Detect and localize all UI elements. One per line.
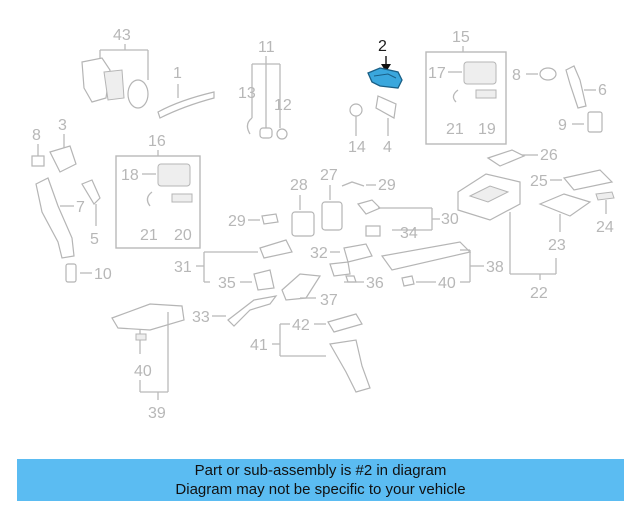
callout-16: 16: [148, 133, 166, 150]
callout-24: 24: [596, 219, 614, 236]
part-16: 16 18 21 20: [115, 133, 201, 249]
callout-22: 22: [530, 285, 548, 302]
callout-1: 1: [173, 65, 182, 82]
callout-6: 6: [598, 82, 607, 99]
callout-32: 32: [310, 245, 328, 262]
callout-43: 43: [113, 27, 131, 44]
part-2: 2: [367, 38, 403, 89]
callout-30: 30: [441, 211, 459, 228]
callout-29: 29: [378, 177, 396, 194]
callout-21: 21: [446, 121, 464, 138]
banner-line-2: Diagram may not be specific to your vehi…: [175, 481, 466, 498]
callout-23: 23: [548, 237, 566, 254]
part-32-36: 32 36: [310, 243, 384, 292]
callout-11: 11: [258, 39, 275, 56]
parts-diagram: 43 1 11 13 12 2 15 17: [31, 27, 615, 422]
part-22-23: 23 22: [457, 173, 592, 302]
callout-3: 3: [58, 117, 67, 134]
part-42-41: 42 41: [250, 313, 371, 393]
callout-36: 36: [366, 275, 384, 292]
callout-10: 10: [94, 266, 112, 283]
part-6-8-9: 8 6 9: [512, 65, 607, 134]
callout-12: 12: [274, 97, 292, 114]
callout-40b: 40: [134, 363, 152, 380]
callout-42: 42: [292, 317, 310, 334]
callout-14: 14: [348, 139, 366, 156]
banner-line-1: Part or sub-assembly is #2 in diagram: [194, 462, 447, 479]
callout-19: 19: [478, 121, 496, 138]
part-30-34: 30 34: [356, 199, 459, 242]
part-11: 11 13 12: [238, 39, 292, 140]
callout-25: 25: [530, 173, 548, 190]
callout-8b: 8: [32, 127, 41, 144]
callout-7: 7: [76, 199, 85, 216]
part-10: 10: [65, 263, 112, 283]
callout-21b: 21: [140, 227, 158, 244]
callout-38: 38: [486, 259, 504, 276]
callout-15: 15: [452, 29, 470, 46]
part-26: 26: [486, 147, 558, 167]
part-1: 1: [157, 65, 215, 119]
callout-20: 20: [174, 227, 192, 244]
callout-35: 35: [218, 275, 236, 292]
callout-4: 4: [383, 139, 392, 156]
callout-13: 13: [238, 85, 256, 102]
part-39-40: 40 39: [111, 303, 185, 422]
part-38-40: 38 40: [380, 241, 504, 292]
part-28-27-29: 28 27 29 29: [228, 167, 396, 237]
part-31-35: 31 35: [174, 239, 293, 292]
callout-8: 8: [512, 67, 521, 84]
callout-18: 18: [121, 167, 139, 184]
callout-31: 31: [174, 259, 192, 276]
part-43: 43: [81, 27, 149, 109]
callout-33: 33: [192, 309, 210, 326]
part-37: 37: [281, 273, 338, 309]
callout-2: 2: [378, 38, 387, 55]
callout-29b: 29: [228, 213, 246, 230]
callout-17: 17: [428, 65, 446, 82]
part-3-8-left: 8 3: [31, 117, 77, 173]
callout-40: 40: [438, 275, 456, 292]
callout-28: 28: [290, 177, 308, 194]
callout-26: 26: [540, 147, 558, 164]
callout-27: 27: [320, 167, 338, 184]
part-7-5: 7 5: [35, 177, 101, 259]
part-25-24: 25 24: [530, 169, 615, 236]
info-banner: Part or sub-assembly is #2 in diagram Di…: [17, 459, 624, 501]
callout-37: 37: [320, 292, 338, 309]
callout-9: 9: [558, 117, 567, 134]
part-33: 33: [192, 295, 278, 327]
part-2-highlight: [367, 67, 403, 89]
callout-5: 5: [90, 231, 99, 248]
callout-41: 41: [250, 337, 268, 354]
callout-39: 39: [148, 405, 166, 422]
part-15: 15 17 21 19: [425, 29, 507, 145]
callout-34: 34: [400, 225, 418, 242]
part-14-4: 14 4: [348, 95, 397, 156]
